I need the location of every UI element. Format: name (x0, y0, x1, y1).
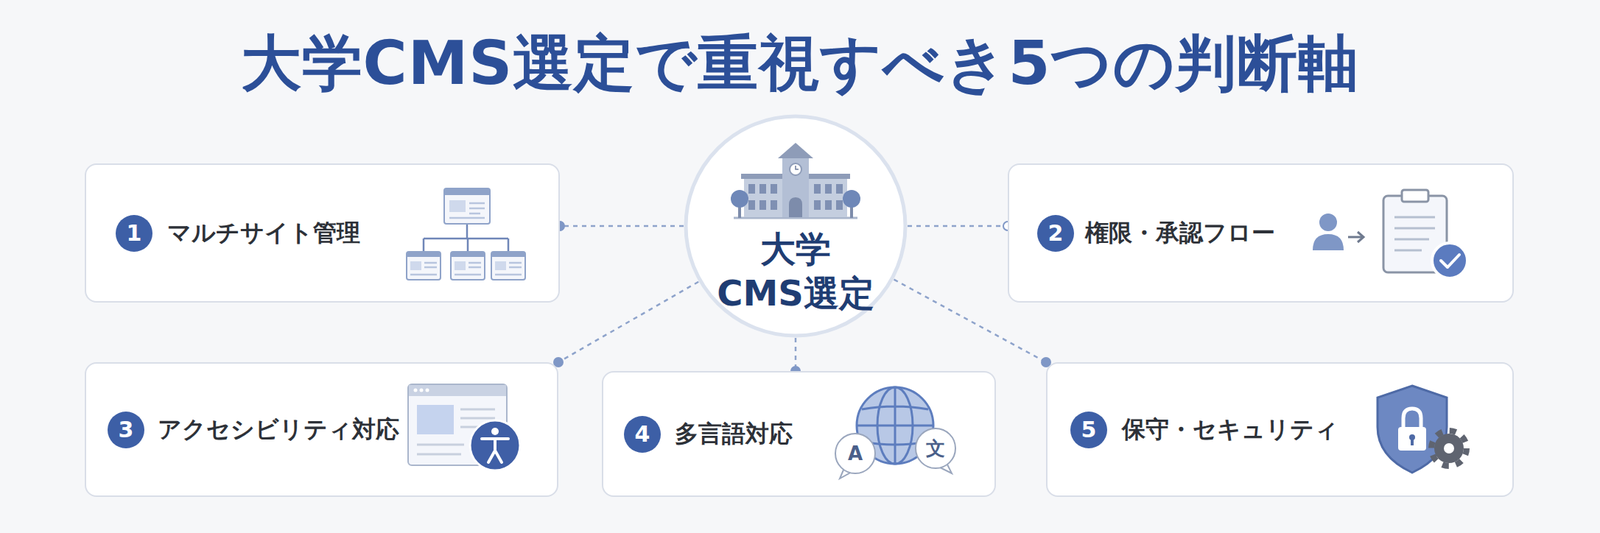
number-badge: 1 (115, 215, 153, 252)
bubble-letter: 文 (925, 436, 946, 462)
dashed-connector (559, 225, 684, 228)
criterion-box: 多言語対応 4 (601, 371, 996, 498)
criterion-label: アクセシビリティ対応 (157, 413, 400, 447)
hub-label: 大学 CMS選定 (699, 226, 892, 316)
callout-number: 4 (623, 416, 661, 454)
badge-circle (1070, 411, 1108, 449)
hub-circle: 大学 CMS選定 (683, 114, 908, 339)
criterion-box: 保守・セキュリティ 5 (1046, 362, 1514, 498)
badge-circle (115, 215, 153, 252)
callout-number: 5 (1070, 411, 1108, 449)
criterion-label: 保守・セキュリティ (1121, 413, 1339, 447)
badge-circle (623, 416, 661, 454)
callout-number: 1 (115, 215, 153, 252)
number-badge: 2 (1037, 215, 1075, 252)
badge-circle (1037, 215, 1075, 252)
criterion-label: マルチサイト管理 (167, 217, 361, 250)
number-badge: 4 (623, 416, 661, 454)
connector-dot (553, 358, 563, 367)
criterion-label: 権限・承認フロー (1085, 217, 1276, 250)
badge-circle (107, 411, 145, 449)
dashed-connector (907, 225, 1008, 228)
callout-number: 2 (1037, 215, 1075, 252)
diagram-title: 大学CMS選定で重視すべき5つの判断軸 (0, 26, 1600, 101)
criterion-label: 多言語対応 (674, 418, 793, 451)
callout-number: 3 (107, 411, 145, 449)
hub-ring (685, 116, 906, 336)
criterion-box: 権限・承認フロー 2 (1007, 163, 1514, 303)
number-badge: 5 (1070, 411, 1108, 449)
dashed-connector (558, 282, 699, 363)
criterion-box: マルチサイト管理 1 (84, 163, 560, 303)
number-badge: 3 (107, 411, 145, 449)
criterion-box: アクセシビリティ対応 3 (84, 362, 559, 498)
bubble-letter: A (847, 442, 863, 465)
